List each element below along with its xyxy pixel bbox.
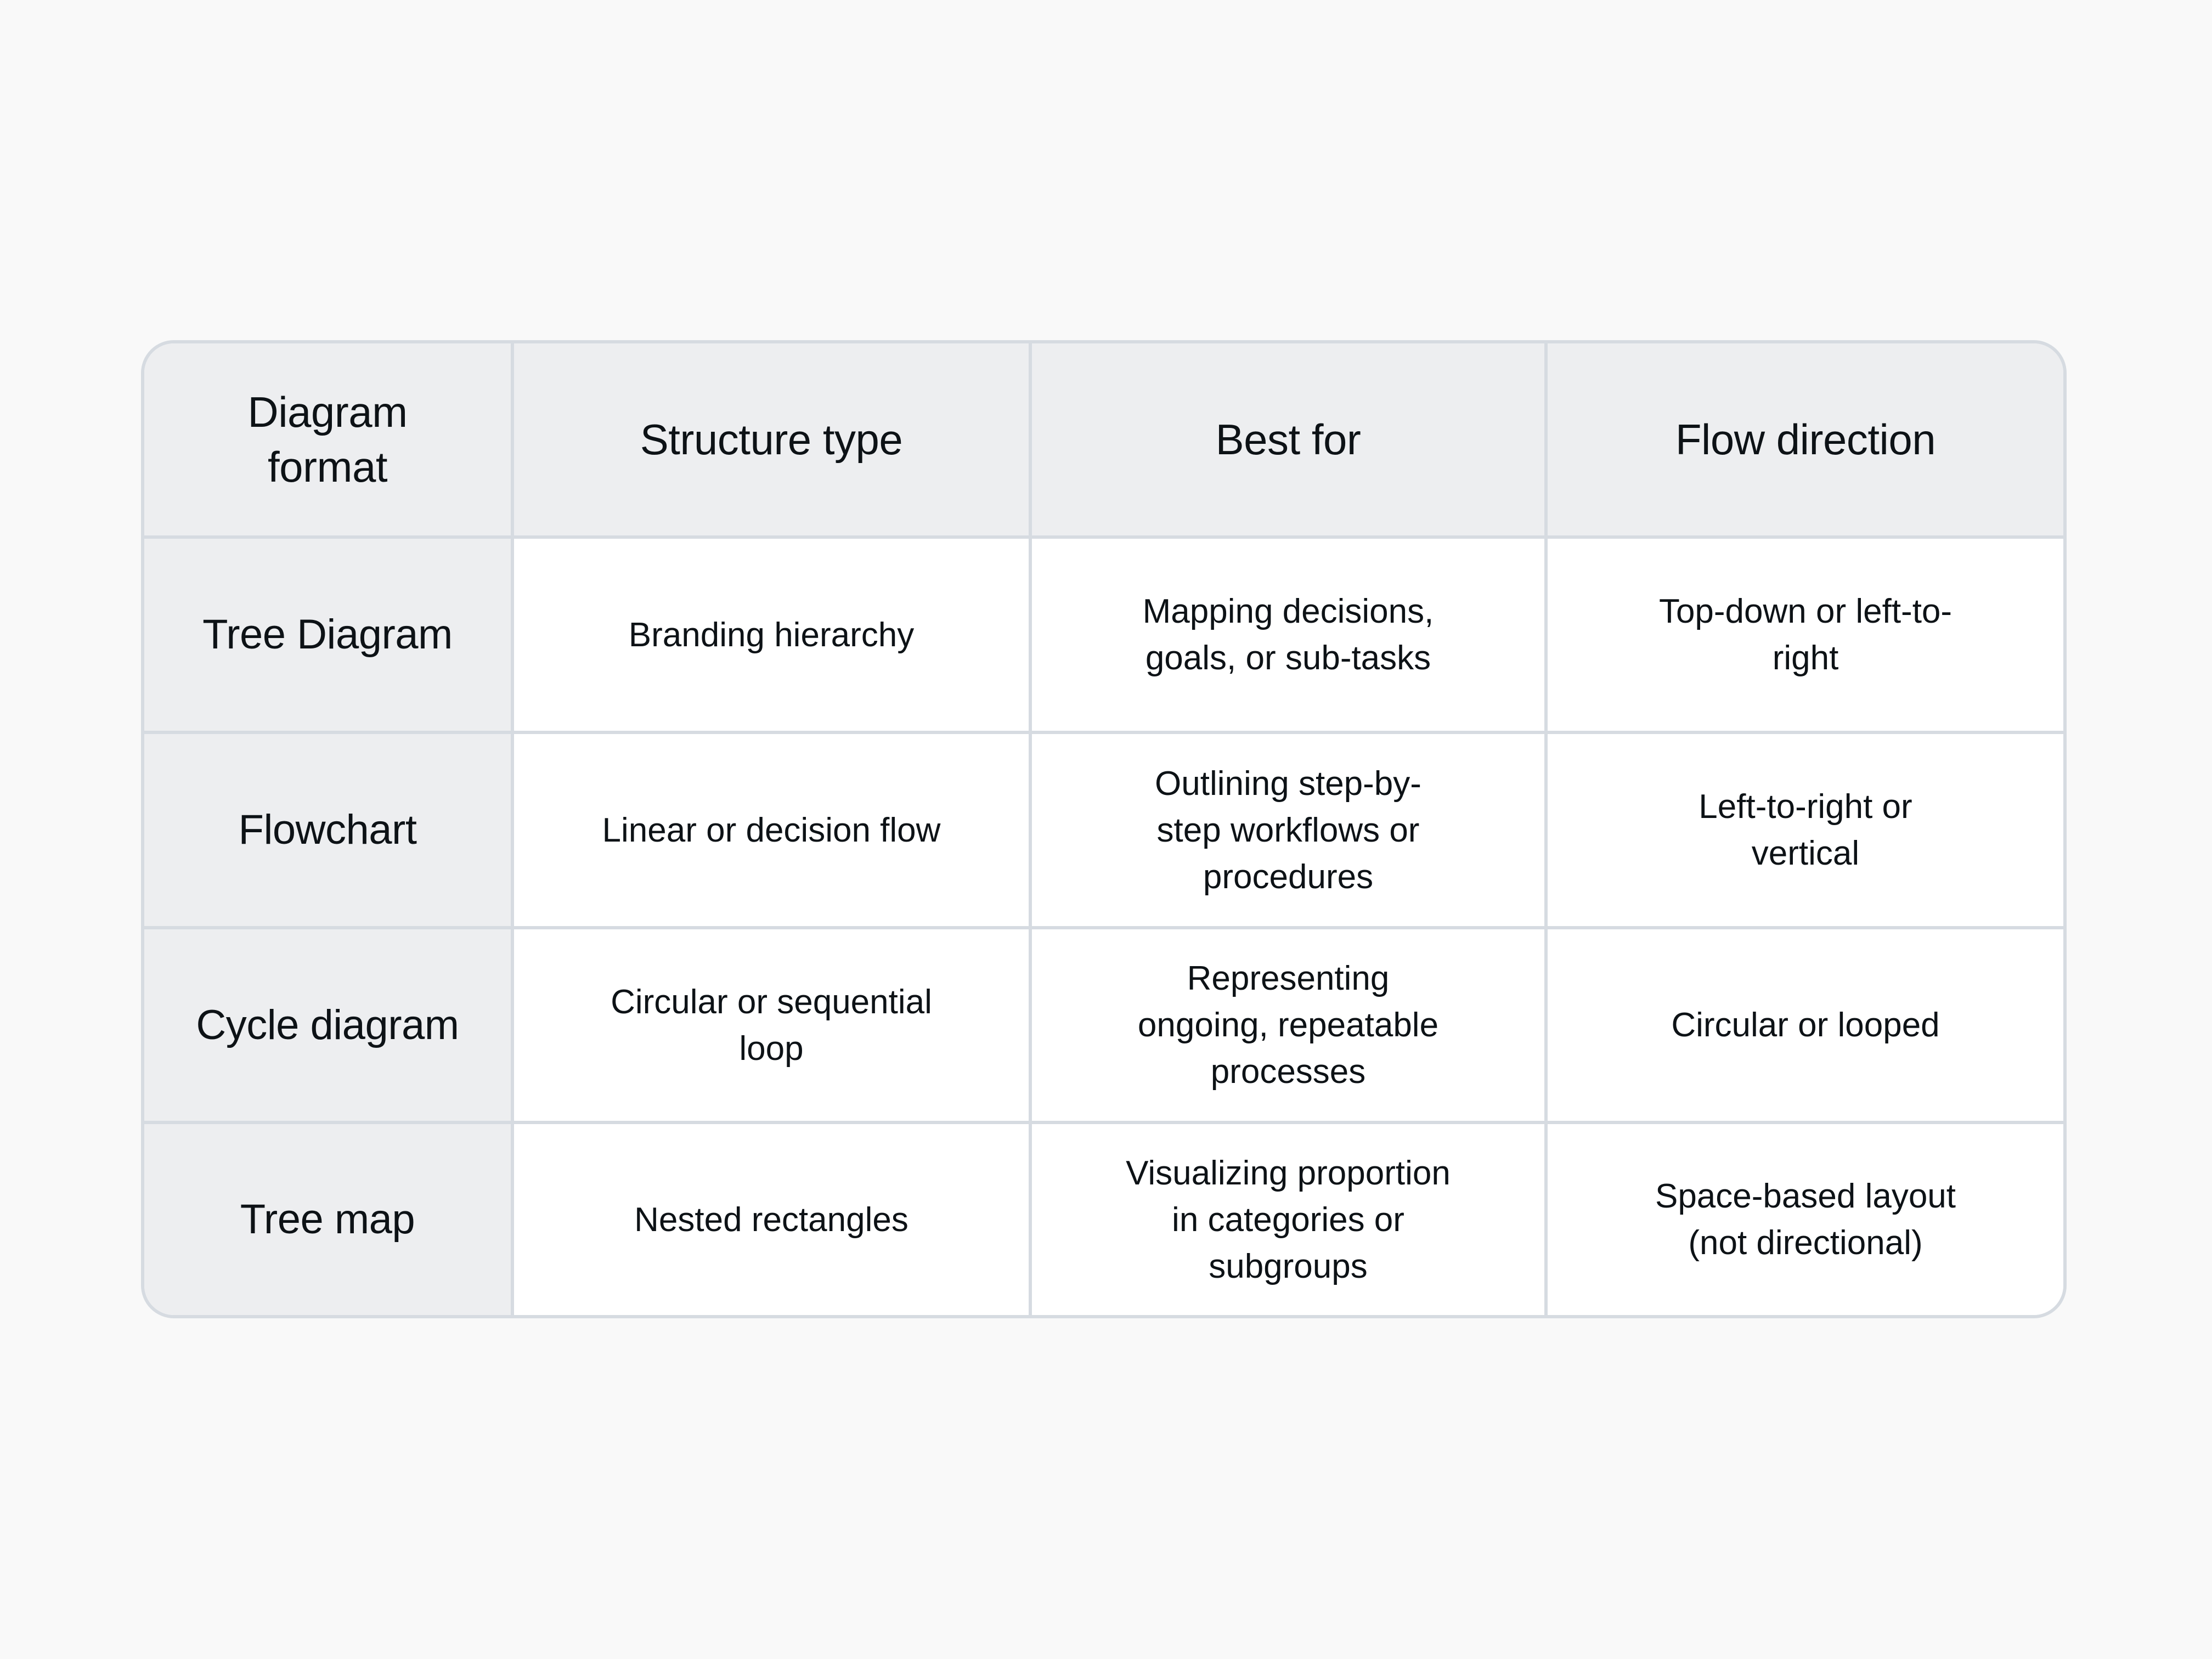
table-cell: Representing ongoing, repeatable process…	[1032, 929, 1548, 1124]
table-cell: Circular or sequential loop	[514, 929, 1032, 1124]
header-cell-structure-type: Structure type	[514, 343, 1032, 539]
cell-text: Representing ongoing, repeatable process…	[1137, 960, 1439, 1091]
table-cell: Visualizing proportion in categories or …	[1032, 1124, 1548, 1315]
row-label: Flowchart	[238, 806, 417, 853]
row-label-cycle-diagram: Cycle diagram	[144, 929, 514, 1124]
table-cell: Left-to-right or vertical	[1548, 734, 2063, 929]
diagram-comparison-table: Diagram format Structure type Best for F…	[141, 340, 2067, 1318]
header-label: Structure type	[640, 415, 903, 464]
cell-text: Space-based layout (not directional)	[1655, 1177, 1956, 1262]
table-grid: Diagram format Structure type Best for F…	[144, 343, 2063, 1315]
cell-text: Circular or looped	[1671, 1006, 1940, 1044]
row-label-tree-diagram: Tree Diagram	[144, 539, 514, 734]
cell-text: Top-down or left-to-right	[1658, 592, 1953, 677]
cell-text: Left-to-right or vertical	[1699, 788, 1912, 872]
cell-text: Outlining step-by-step workflows or proc…	[1155, 764, 1421, 896]
header-cell-flow-direction: Flow direction	[1548, 343, 2063, 539]
table-cell: Top-down or left-to-right	[1548, 539, 2063, 734]
header-label: Best for	[1215, 415, 1361, 464]
header-label: Flow direction	[1675, 415, 1936, 464]
cell-text: Visualizing proportion in categories or …	[1126, 1154, 1451, 1285]
cell-text: Circular or sequential loop	[611, 983, 932, 1068]
row-label: Tree Diagram	[202, 611, 453, 658]
cell-text: Nested rectangles	[634, 1200, 909, 1239]
table-cell: Branding hierarchy	[514, 539, 1032, 734]
header-cell-best-for: Best for	[1032, 343, 1548, 539]
row-label-tree-map: Tree map	[144, 1124, 514, 1315]
row-label: Cycle diagram	[196, 1001, 459, 1048]
table-cell: Nested rectangles	[514, 1124, 1032, 1315]
header-label: Diagram format	[247, 388, 408, 491]
table-cell: Linear or decision flow	[514, 734, 1032, 929]
row-label: Tree map	[240, 1196, 415, 1243]
table-cell: Space-based layout (not directional)	[1548, 1124, 2063, 1315]
cell-text: Mapping decisions, goals, or sub-tasks	[1142, 592, 1434, 677]
header-cell-diagram-format: Diagram format	[144, 343, 514, 539]
row-label-flowchart: Flowchart	[144, 734, 514, 929]
table-cell: Circular or looped	[1548, 929, 2063, 1124]
cell-text: Linear or decision flow	[602, 811, 941, 849]
cell-text: Branding hierarchy	[628, 616, 915, 654]
table-cell: Mapping decisions, goals, or sub-tasks	[1032, 539, 1548, 734]
table-cell: Outlining step-by-step workflows or proc…	[1032, 734, 1548, 929]
